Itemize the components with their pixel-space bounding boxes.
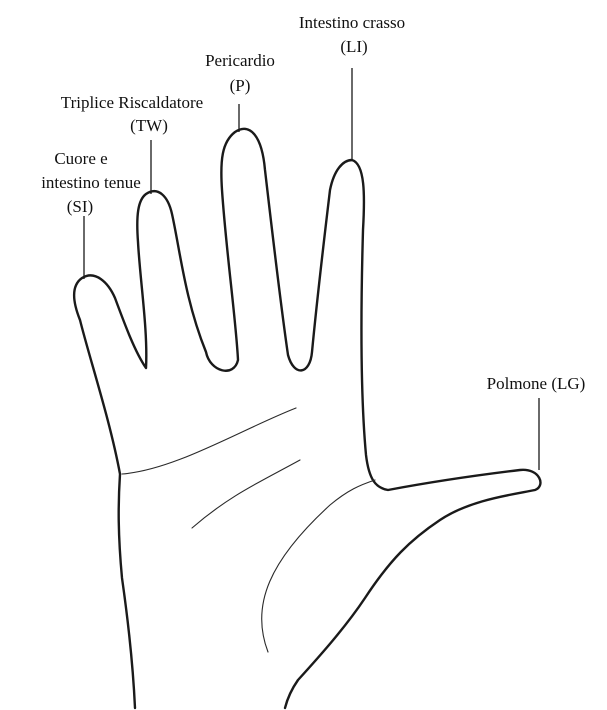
label-lung: Polmone (LG): [487, 374, 586, 393]
hand-outline: [74, 129, 540, 708]
label-triple-warmer-name: Triplice Riscaldatore: [61, 93, 203, 112]
label-heart-small-intestine-code: (SI): [67, 197, 93, 216]
hand-outline-path: [74, 129, 540, 708]
label-heart-small-intestine-line1: Cuore e: [54, 149, 107, 168]
heart-line: [122, 408, 296, 474]
label-large-intestine-name: Intestino crasso: [299, 13, 405, 32]
label-heart-small-intestine-line2: intestino tenue: [41, 173, 141, 192]
label-large-intestine-code: (LI): [340, 37, 367, 56]
head-line: [192, 460, 300, 528]
label-pericardium-code: (P): [230, 76, 251, 95]
label-pericardium-name: Pericardio: [205, 51, 275, 70]
label-triple-warmer-code: (TW): [130, 116, 168, 135]
life-line: [262, 480, 375, 652]
palm-creases: [122, 408, 375, 652]
